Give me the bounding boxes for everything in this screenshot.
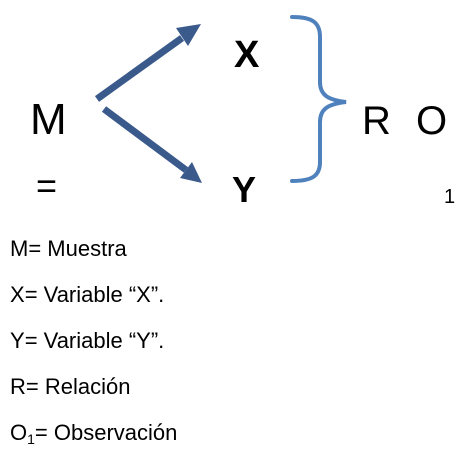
legend-text: = Variable “X”. (24, 282, 165, 307)
legend-symbol: X (10, 282, 25, 307)
legend: M= Muestra X= Variable “X”. Y= Variable … (10, 226, 450, 456)
node-o: O (416, 99, 448, 143)
diagram-graphics (94, 15, 347, 183)
legend-symbol: R (10, 374, 26, 399)
legend-text: = Muestra (28, 236, 127, 261)
node-r: R (362, 99, 391, 143)
arrow-m-to-x (94, 35, 185, 102)
legend-item-r: R= Relación (10, 364, 450, 410)
legend-text: = Observación (34, 420, 178, 445)
research-design-diagram: M = X Y R O 1 (30, 15, 456, 210)
node-m: M (30, 95, 67, 144)
legend-text: = Variable “Y”. (24, 328, 165, 353)
node-x: X (234, 34, 260, 76)
node-y: Y (232, 169, 257, 210)
legend-symbol: M (10, 236, 29, 261)
legend-symbol: Y (10, 328, 25, 353)
arrow-m-to-y-head (180, 162, 202, 183)
node-equals: = (36, 165, 58, 206)
arrow-m-to-y (101, 106, 189, 173)
legend-item-x: X= Variable “X”. (10, 272, 450, 318)
legend-item-y: Y= Variable “Y”. (10, 318, 450, 364)
legend-item-m: M= Muestra (10, 226, 450, 272)
curly-brace (290, 15, 347, 183)
legend-subscript: 1 (27, 431, 35, 447)
legend-text: = Relación (25, 374, 131, 399)
legend-item-o1: O1= Observación (10, 410, 450, 456)
arrow-m-to-x-head (176, 24, 201, 46)
node-o-subscript: 1 (444, 186, 456, 208)
legend-symbol: O (10, 420, 28, 445)
